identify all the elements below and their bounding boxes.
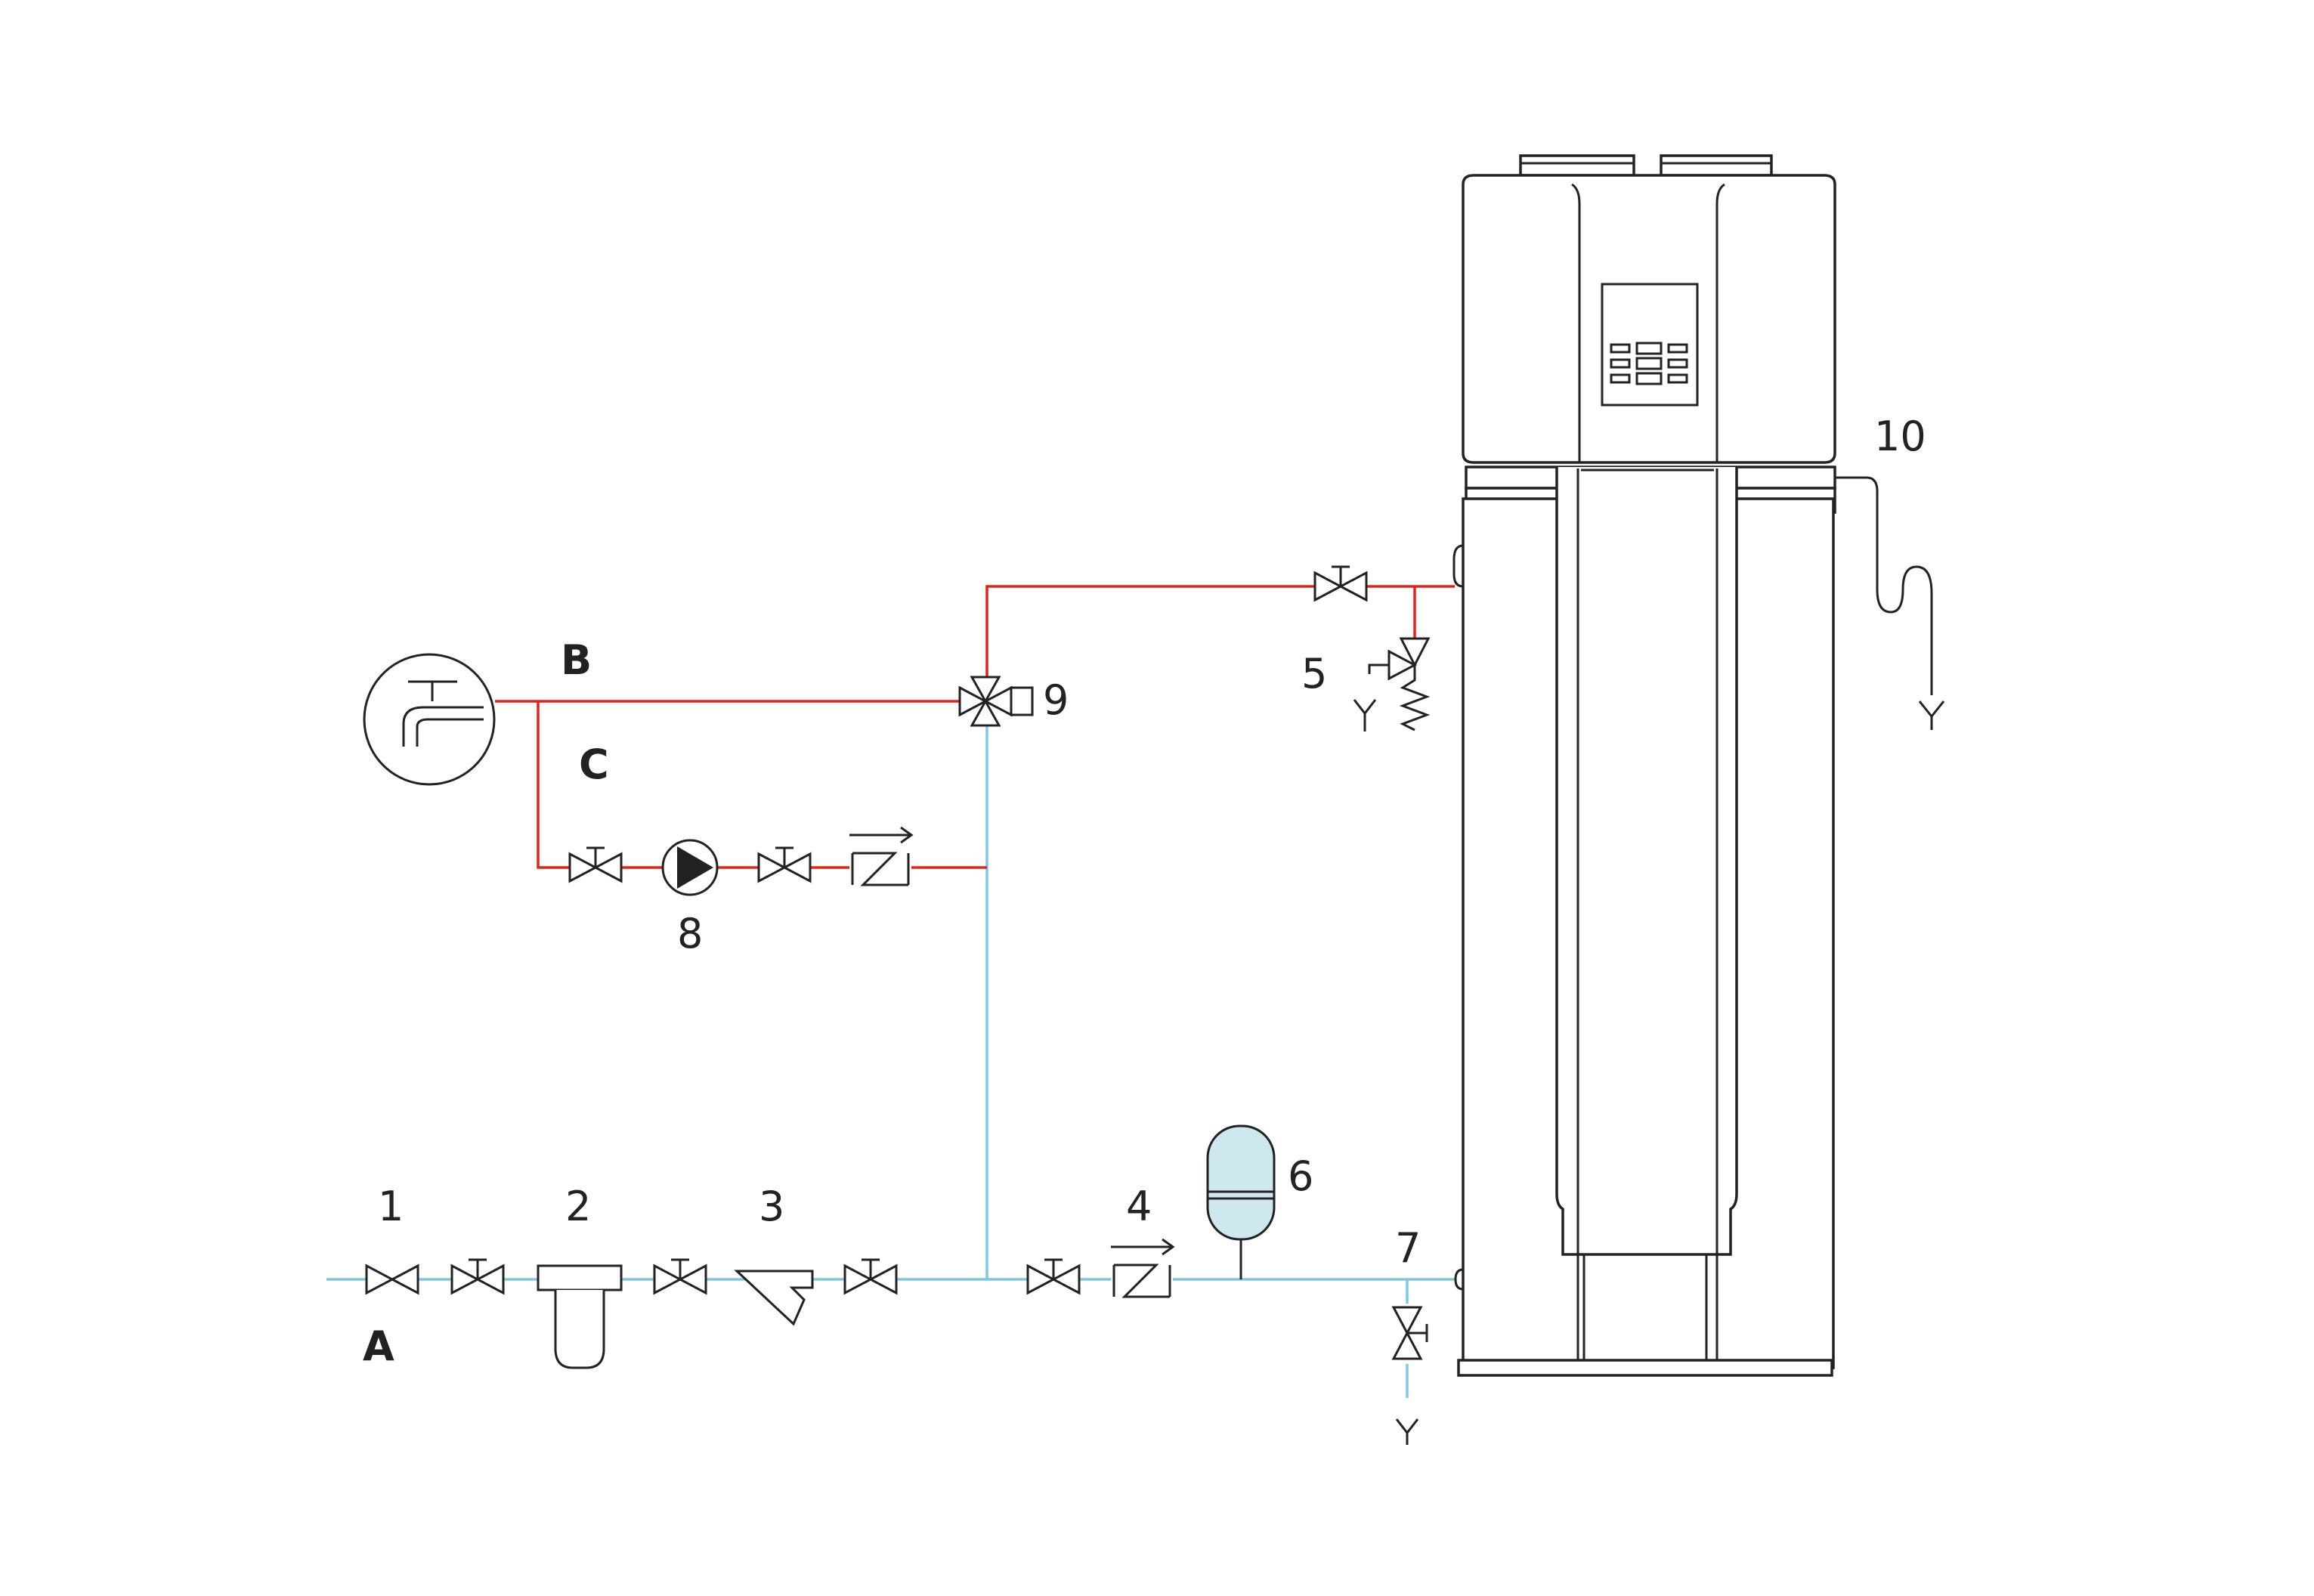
label-9: 9 <box>1043 676 1069 724</box>
labels: A B C 1 2 3 4 5 6 7 8 9 10 <box>363 413 1926 1370</box>
stop-valve-icon <box>1026 1258 1081 1295</box>
label-7: 7 <box>1395 1224 1421 1272</box>
drain-funnel-icon <box>1353 699 1377 732</box>
inlet-valve-icon <box>365 1264 419 1295</box>
strainer-icon <box>734 1270 814 1326</box>
expansion-vessel-icon <box>1206 1124 1276 1279</box>
label-3: 3 <box>759 1183 784 1230</box>
label-1: 1 <box>378 1183 404 1230</box>
tap-icon <box>363 653 496 786</box>
label-8: 8 <box>677 910 703 957</box>
control-buttons <box>1610 342 1688 385</box>
hot-outlet-line <box>985 585 1455 680</box>
safety-valve-icon <box>1368 637 1431 732</box>
cold-water-pipes <box>326 722 1455 1398</box>
three-way-valve-icon <box>958 676 1034 727</box>
label-b: B <box>561 636 592 684</box>
check-valve-icon <box>849 826 914 886</box>
stop-valve-icon <box>653 1258 707 1295</box>
drain-funnel-icon <box>1395 1418 1419 1445</box>
label-c: C <box>579 741 609 788</box>
label-10: 10 <box>1874 413 1926 460</box>
label-2: 2 <box>565 1183 591 1230</box>
condensate-hose-icon <box>1835 476 1933 695</box>
circulation-pump-icon <box>661 839 719 896</box>
drain-funnel-icon <box>1918 701 1945 730</box>
check-valve-icon <box>1111 1238 1175 1298</box>
label-4: 4 <box>1126 1183 1152 1230</box>
hot-water-pipes <box>495 585 1455 869</box>
stop-valve-icon <box>757 846 812 883</box>
stop-valve-icon <box>450 1258 505 1295</box>
drain-valve-icon <box>1391 1304 1428 1364</box>
filter-icon <box>537 1264 623 1369</box>
label-6: 6 <box>1288 1152 1313 1200</box>
stop-valve-icon <box>843 1258 898 1295</box>
recirculation-line-c <box>537 701 987 869</box>
stop-valve-icon <box>568 846 623 883</box>
stop-valve-icon <box>1313 565 1368 602</box>
label-5: 5 <box>1301 650 1327 697</box>
heat-pump-water-heater-icon <box>1452 154 1836 1377</box>
label-a: A <box>363 1322 394 1370</box>
